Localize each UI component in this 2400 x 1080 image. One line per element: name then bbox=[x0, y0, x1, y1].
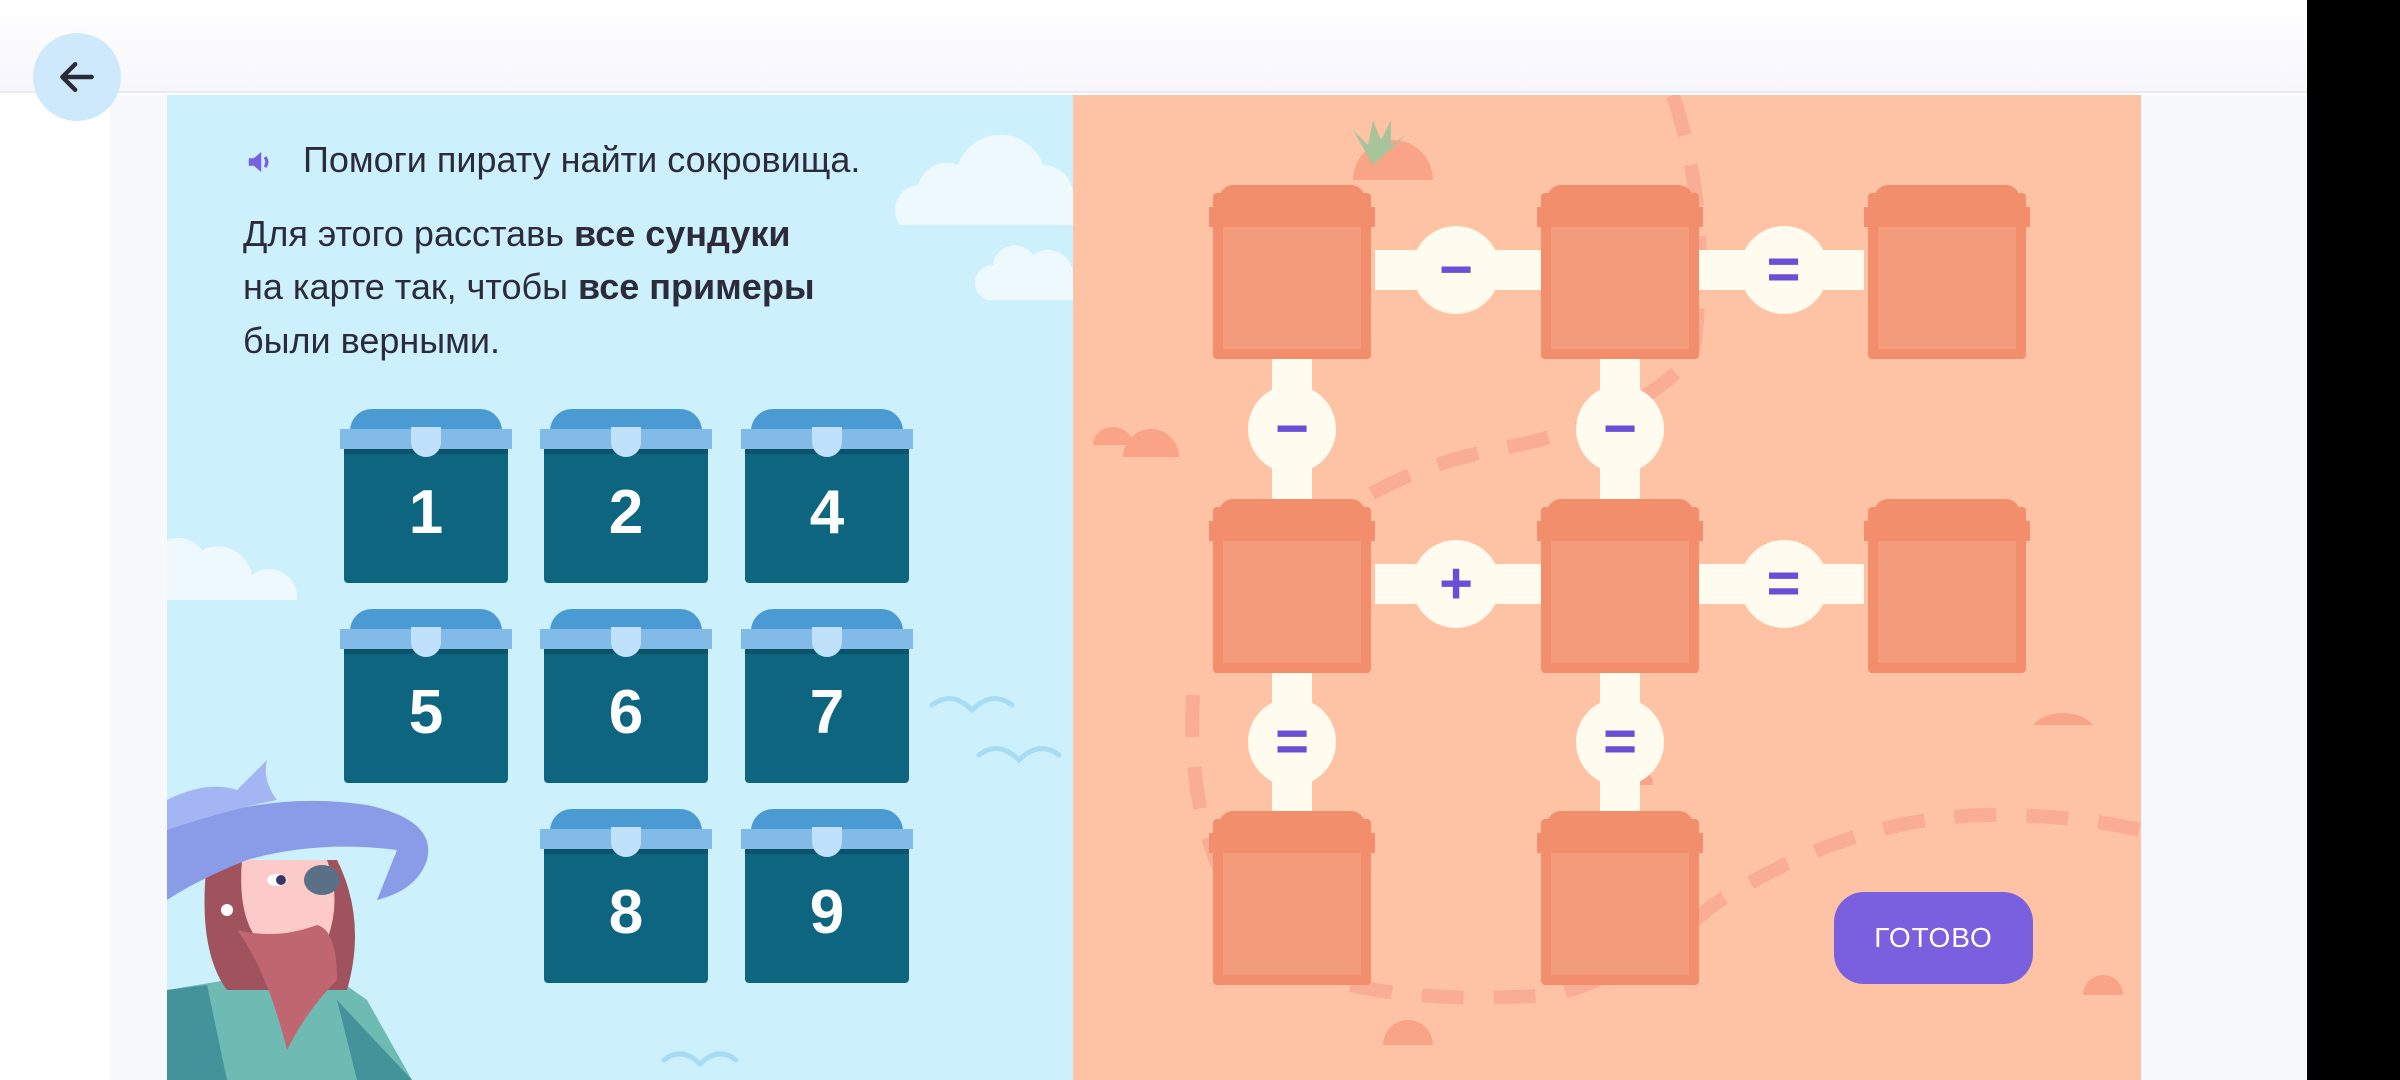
chest-number: 1 bbox=[408, 478, 444, 547]
chest-number: 6 bbox=[608, 678, 644, 747]
chest-1[interactable]: 1 bbox=[340, 409, 512, 585]
bold-text: все примеры bbox=[578, 266, 815, 307]
chest-lid bbox=[350, 609, 502, 631]
chest-slot[interactable] bbox=[1537, 811, 1703, 985]
chest-body bbox=[745, 649, 909, 783]
top-bar bbox=[0, 0, 2307, 93]
instruction-title: Помоги пирату найти сокровища. bbox=[303, 139, 861, 180]
keyhole-icon bbox=[812, 427, 842, 457]
chest-slot[interactable] bbox=[1864, 499, 2030, 673]
slot-lid-band bbox=[1209, 207, 1375, 227]
treasure-map: −=+=−−== ГОТОВО bbox=[1073, 95, 2141, 1080]
chest-slot[interactable] bbox=[1864, 185, 2030, 359]
done-button[interactable]: ГОТОВО bbox=[1834, 892, 2033, 984]
pirate-illustration bbox=[167, 760, 429, 1080]
chest-lid bbox=[751, 409, 903, 431]
operator-sign: = bbox=[1248, 698, 1336, 786]
instruction-line: на карте так, чтобы все примеры bbox=[243, 266, 815, 308]
operator-sign: = bbox=[1739, 226, 1828, 314]
chest-number: 7 bbox=[809, 678, 845, 747]
chest-lid bbox=[350, 409, 502, 431]
back-button[interactable] bbox=[33, 33, 121, 121]
chest-number: 4 bbox=[809, 478, 845, 547]
chest-2[interactable]: 2 bbox=[540, 409, 712, 585]
operator-sign: − bbox=[1248, 385, 1336, 473]
chest-9[interactable]: 9 bbox=[741, 809, 913, 985]
chest-number: 9 bbox=[809, 878, 845, 947]
bold-text: все сундуки bbox=[573, 213, 791, 254]
speaker-icon[interactable] bbox=[245, 147, 275, 177]
text: на карте так, чтобы bbox=[243, 266, 579, 307]
chest-lid bbox=[550, 609, 702, 631]
text: Для этого расставь bbox=[243, 213, 574, 254]
instruction-line: Для этого расставь все сундуки bbox=[243, 213, 791, 255]
chest-lid bbox=[550, 409, 702, 431]
chest-lid bbox=[751, 809, 903, 831]
keyhole-icon bbox=[411, 427, 441, 457]
keyhole-icon bbox=[812, 827, 842, 857]
keyhole-icon bbox=[611, 627, 641, 657]
chest-6[interactable]: 6 bbox=[540, 609, 712, 785]
chest-number: 8 bbox=[608, 878, 644, 947]
chest-8[interactable]: 8 bbox=[540, 809, 712, 985]
page-margin bbox=[2141, 95, 2307, 1080]
chest-slot[interactable] bbox=[1537, 185, 1703, 359]
page-margin bbox=[110, 95, 167, 1080]
chest-lid bbox=[751, 609, 903, 631]
chest-slot[interactable] bbox=[1209, 185, 1375, 359]
chest-panel: Помоги пирату найти сокровища. Для этого… bbox=[167, 95, 1073, 1080]
chest-4[interactable]: 4 bbox=[741, 409, 913, 585]
chest-5[interactable]: 5 bbox=[340, 609, 512, 785]
operator-sign: = bbox=[1576, 698, 1664, 786]
keyhole-icon bbox=[812, 627, 842, 657]
keyhole-icon bbox=[611, 827, 641, 857]
clouds-decoration bbox=[167, 134, 1073, 1068]
slot-lid-band bbox=[1209, 833, 1375, 853]
chest-7[interactable]: 7 bbox=[741, 609, 913, 785]
chest-number: 5 bbox=[408, 678, 444, 747]
slot-lid-band bbox=[1864, 521, 2030, 541]
operator-sign: − bbox=[1576, 385, 1664, 473]
slot-lid-band bbox=[1864, 207, 2030, 227]
operator-sign: − bbox=[1412, 226, 1500, 314]
slot-lid-band bbox=[1537, 207, 1703, 227]
chest-slot[interactable] bbox=[1537, 499, 1703, 673]
slot-lid-band bbox=[1537, 521, 1703, 541]
chest-number: 2 bbox=[608, 478, 644, 547]
chest-slot[interactable] bbox=[1209, 499, 1375, 673]
operator-sign: = bbox=[1739, 540, 1828, 628]
slot-lid-band bbox=[1209, 521, 1375, 541]
instruction-line: были верными. bbox=[243, 320, 500, 361]
operator-sign: + bbox=[1412, 540, 1500, 628]
chest-body bbox=[745, 849, 909, 983]
chest-slot[interactable] bbox=[1209, 811, 1375, 985]
keyhole-icon bbox=[411, 627, 441, 657]
keyhole-icon bbox=[611, 427, 641, 457]
chest-lid bbox=[550, 809, 702, 831]
arrow-left-icon bbox=[60, 61, 94, 93]
slot-lid-band bbox=[1537, 833, 1703, 853]
system-bar bbox=[2307, 0, 2400, 1080]
